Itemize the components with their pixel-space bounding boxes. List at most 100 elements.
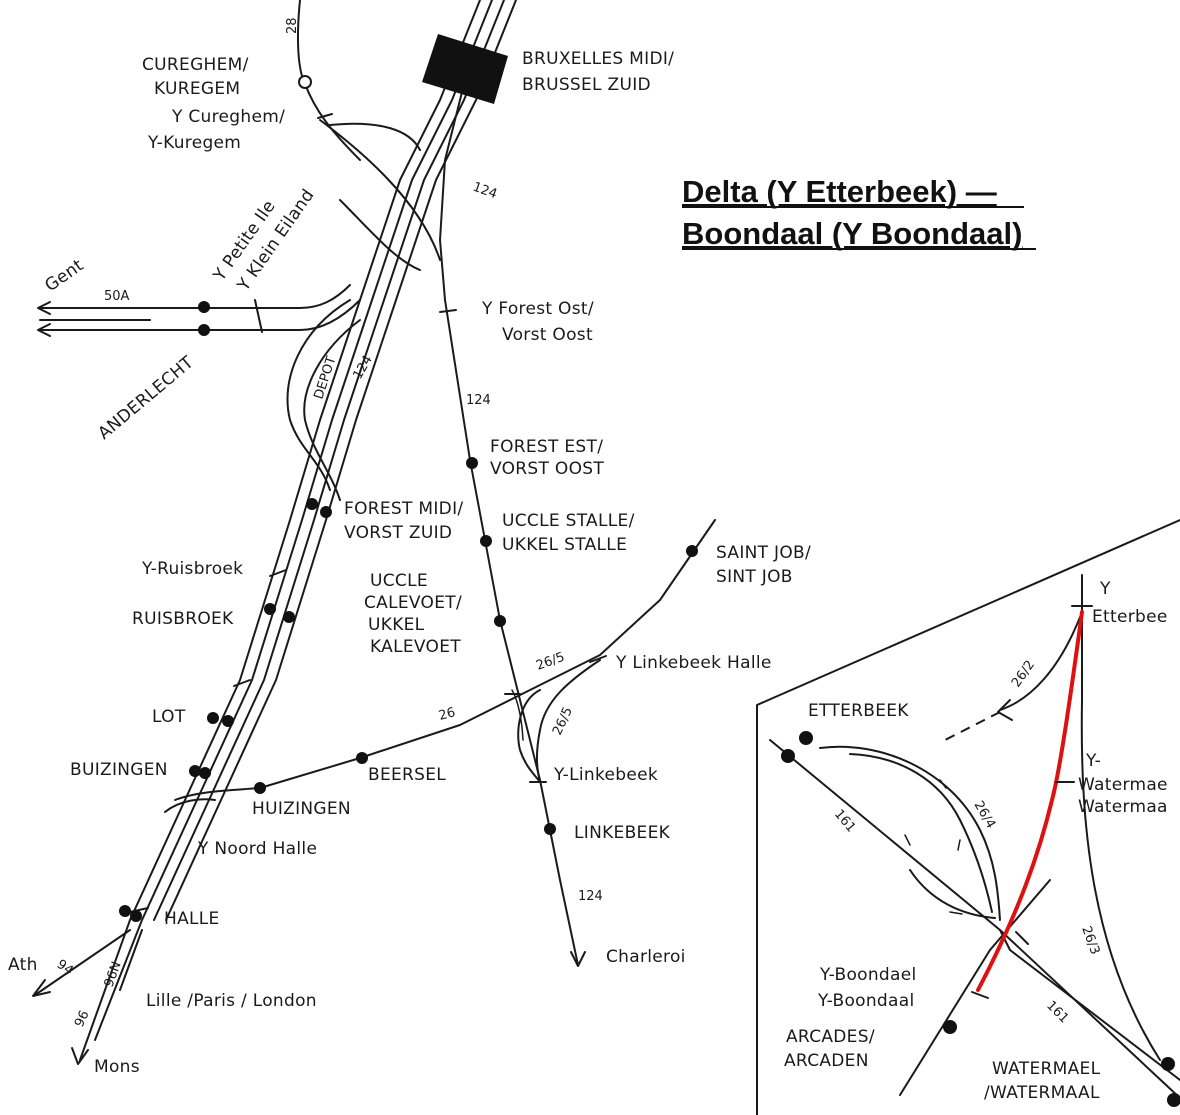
etterbeek-dot-2 bbox=[781, 749, 795, 763]
line-26-2-dashed bbox=[944, 711, 1001, 741]
cureghem-label-1: CUREGHEM/ bbox=[142, 55, 249, 75]
uccle-stalle-dot bbox=[480, 535, 492, 547]
watermael-label-2: /WATERMAAL bbox=[984, 1083, 1100, 1103]
y-etterbeek-label-1: Y bbox=[1099, 579, 1111, 599]
depot-loop-2 bbox=[303, 319, 361, 501]
forest-est-label-2: VORST OOST bbox=[490, 459, 604, 479]
etterbeek-dot-1 bbox=[799, 731, 813, 745]
watermael-dot-1 bbox=[1161, 1057, 1175, 1071]
lot-dot-1 bbox=[207, 712, 219, 724]
line-26-arcades bbox=[899, 879, 1051, 1096]
halle-dot-1 bbox=[119, 905, 131, 917]
line-26-number: 26 bbox=[437, 705, 457, 724]
y-watermael-label-2: Watermae bbox=[1078, 775, 1168, 795]
mons-label: Mons bbox=[94, 1057, 140, 1077]
ruisbroek-dot-2 bbox=[283, 611, 295, 623]
uccle-stalle-label-2: UKKEL STALLE bbox=[502, 535, 627, 555]
line-26-track bbox=[174, 519, 716, 801]
inset-frame bbox=[756, 519, 1180, 1115]
uccle-stalle-label-1: UCCLE STALLE/ bbox=[502, 511, 635, 531]
line-50a-track-1 bbox=[39, 284, 351, 309]
etterbeek-label: ETTERBEEK bbox=[808, 701, 909, 721]
y-noord-halle-label: Y Noord Halle bbox=[197, 839, 317, 859]
line-26-3-number: 26/3 bbox=[1078, 924, 1102, 957]
lille-label: Lille /Paris / London bbox=[146, 991, 317, 1011]
cureghem-station bbox=[298, 75, 312, 89]
line-26-4-loop-1 bbox=[819, 745, 1001, 921]
line-124-number-d: 124 bbox=[578, 889, 603, 904]
charleroi-arrow bbox=[570, 951, 586, 967]
beersel-label: BEERSEL bbox=[368, 765, 446, 785]
uccle-calevoet-label-1: UCCLE bbox=[370, 571, 428, 591]
watermael-dot-2 bbox=[1167, 1093, 1180, 1107]
gent-label: Gent bbox=[41, 255, 87, 296]
depot-label: DEPOT bbox=[312, 354, 340, 401]
uccle-calevoet-label-2: CALEVOET/ bbox=[364, 593, 462, 613]
anderlecht-dot-2 bbox=[198, 324, 210, 336]
ath-label: Ath bbox=[8, 955, 38, 975]
line-124-number-a: 124 bbox=[471, 180, 499, 203]
watermael-label-1: WATERMAEL bbox=[992, 1059, 1101, 1079]
y-linkebeek-label: Y-Linkebeek bbox=[553, 765, 658, 785]
forest-midi-dot-2 bbox=[320, 506, 332, 518]
saint-job-dot bbox=[686, 545, 698, 557]
halle-label: HALLE bbox=[164, 909, 220, 929]
huizingen-label: HUIZINGEN bbox=[252, 799, 351, 819]
forest-midi-dot-1 bbox=[306, 498, 318, 510]
highlight-route bbox=[976, 610, 1084, 992]
station-dots bbox=[119, 301, 698, 922]
line-26-5-number-b: 26/5 bbox=[550, 705, 576, 738]
beersel-dot bbox=[356, 752, 368, 764]
cureghem-link-3 bbox=[339, 199, 421, 271]
ruisbroek-label: RUISBROEK bbox=[132, 609, 234, 629]
forest-midi-label-1: FOREST MIDI/ bbox=[344, 499, 463, 519]
midi-bundle-track-4 bbox=[165, 0, 517, 921]
line-26-5-number-a: 26/5 bbox=[534, 650, 567, 674]
arcades-dot bbox=[943, 1020, 957, 1034]
lot-label: LOT bbox=[152, 707, 186, 727]
y-cureghem-label-2: Y-Kuregem bbox=[147, 133, 241, 153]
line-161-number-b: 161 bbox=[1043, 998, 1071, 1026]
cureghem-label-2: KUREGEM bbox=[154, 79, 240, 99]
gent-arrow-2 bbox=[37, 323, 51, 337]
y-forest-ost-label-1: Y Forest Ost/ bbox=[481, 299, 594, 319]
forest-est-dot bbox=[466, 457, 478, 469]
line-26-2-arrow bbox=[997, 699, 1013, 721]
noord-halle-link bbox=[164, 798, 216, 813]
buizingen-dot-2 bbox=[199, 767, 211, 779]
midi-bundle-track-2 bbox=[94, 0, 493, 1041]
buizingen-label: BUIZINGEN bbox=[70, 760, 168, 780]
y-forest-ost-label-2: Vorst Oost bbox=[502, 325, 593, 345]
midi-label-1: BRUXELLES MIDI/ bbox=[522, 49, 674, 69]
y-watermael-label-3: Watermaa bbox=[1078, 797, 1168, 817]
linkebeek-label: LINKEBEEK bbox=[574, 823, 671, 843]
line-161-number-a: 161 bbox=[831, 807, 858, 836]
arcades-label-1: ARCADES/ bbox=[786, 1027, 875, 1047]
line-124-number-c: 124 bbox=[350, 353, 375, 382]
line-26-3-track bbox=[1080, 574, 1161, 1061]
line-96-number: 96 bbox=[72, 1008, 93, 1029]
y-ruisbroek-label: Y-Ruisbroek bbox=[141, 559, 243, 579]
uccle-calevoet-label-4: KALEVOET bbox=[370, 637, 461, 657]
charleroi-label: Charleroi bbox=[606, 947, 686, 967]
midi-bundle-track-3 bbox=[153, 0, 505, 921]
huizingen-dot bbox=[254, 782, 266, 794]
depot-loop bbox=[286, 299, 351, 491]
ath-arrow bbox=[32, 979, 51, 997]
line-26-4-number: 26/4 bbox=[971, 799, 999, 832]
mons-arrow bbox=[71, 1047, 89, 1065]
map-title-line1: Delta (Y Etterbeek) — bbox=[682, 174, 997, 209]
line-50a-number: 50A bbox=[104, 289, 130, 304]
anderlecht-dot-1 bbox=[198, 301, 210, 313]
line-94-number: 94 bbox=[54, 957, 76, 979]
uccle-calevoet-dot bbox=[494, 615, 506, 627]
linkebeek-dot bbox=[544, 823, 556, 835]
buizingen-dot-1 bbox=[189, 765, 201, 777]
line-26-5-curve-c bbox=[511, 689, 524, 741]
gent-arrow-1 bbox=[37, 301, 51, 315]
uccle-calevoet-label-3: UKKEL bbox=[368, 615, 425, 635]
ruisbroek-dot-1 bbox=[264, 603, 276, 615]
line-124-number-b: 124 bbox=[466, 393, 491, 408]
line-26-4-loop-2 bbox=[849, 753, 993, 913]
line-26-5-curve-a bbox=[517, 689, 541, 783]
